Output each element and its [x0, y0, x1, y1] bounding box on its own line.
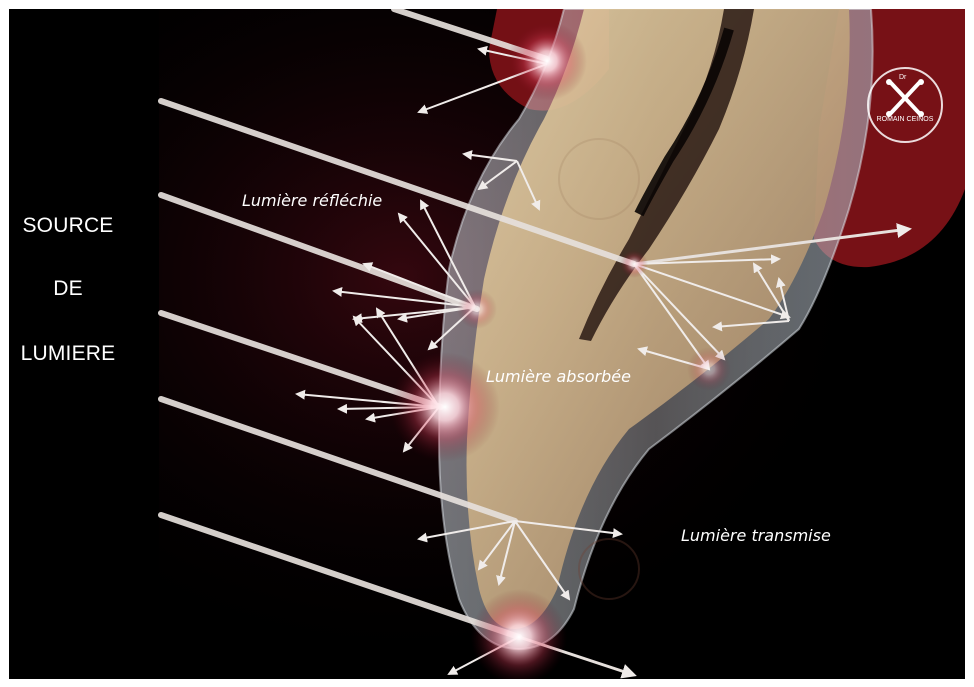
- source-label-line2: DE: [9, 277, 127, 301]
- source-label-line3: LUMIERE: [9, 342, 127, 366]
- author-logo: Dr ROMAIN CEINOS: [867, 67, 943, 143]
- diagram-frame: SOURCE DE LUMIERE Lumière réfléchie Lumi…: [9, 9, 965, 679]
- source-label-line1: SOURCE: [9, 214, 127, 238]
- absorbed-light-label: Lumière absorbée: [486, 367, 631, 386]
- logo-name: ROMAIN CEINOS: [869, 116, 941, 124]
- tooth-illustration: [9, 9, 965, 679]
- crossed-bones-icon: [869, 69, 941, 141]
- transmitted-light-label: Lumière transmise: [681, 526, 831, 545]
- reflected-light-label: Lumière réfléchie: [242, 191, 382, 210]
